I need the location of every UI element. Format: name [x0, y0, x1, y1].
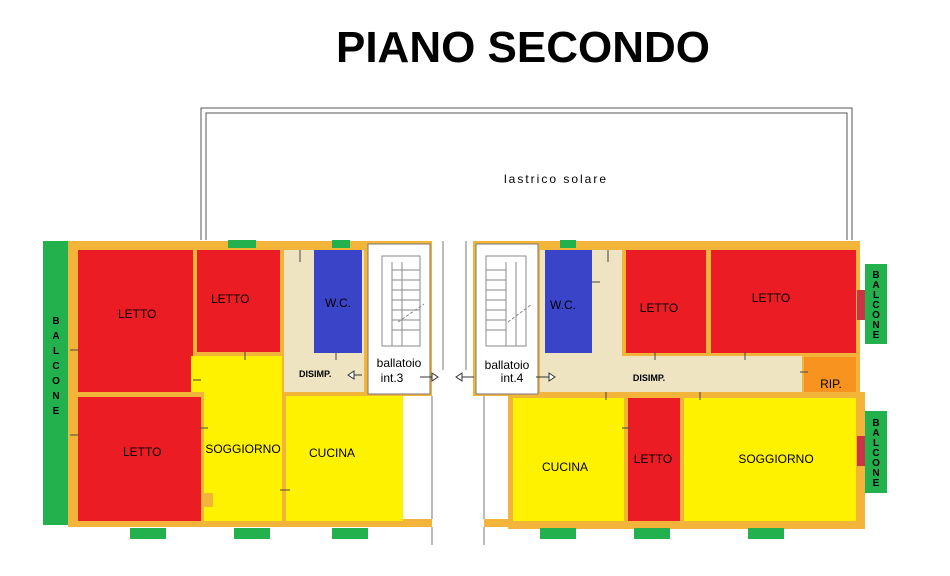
right-bedroom-c — [628, 398, 680, 521]
svg-text:E: E — [873, 330, 880, 341]
right-balcony-top — [865, 264, 887, 344]
left-bedroom-top-left-label: LETTO — [118, 307, 156, 321]
svg-text:O: O — [872, 458, 880, 469]
roof-terrace-label: lastrico solare — [504, 172, 608, 186]
svg-text:E: E — [873, 478, 880, 489]
left-balcony-letters: B A L C O N E — [52, 316, 60, 417]
left-disimp-label: DISIMP. — [299, 369, 331, 379]
svg-text:C: C — [872, 300, 879, 311]
page-title: PIANO SECONDO — [336, 23, 710, 72]
left-kitchen-label: CUCINA — [309, 446, 355, 460]
right-kitchen-label: CUCINA — [542, 460, 588, 474]
svg-text:L: L — [873, 290, 879, 301]
right-window-bottom-1 — [540, 528, 576, 539]
right-arrows — [455, 372, 556, 382]
svg-text:L: L — [53, 346, 59, 357]
left-window-bottom-2 — [234, 528, 270, 539]
left-window-top-2 — [332, 240, 350, 248]
svg-text:E: E — [53, 406, 60, 417]
left-bedroom-bottom-label: LETTO — [123, 445, 161, 459]
right-living-label: SOGGIORNO — [738, 452, 813, 466]
left-bedroom-top-right-label: LETTO — [211, 292, 249, 306]
left-arrows — [347, 370, 439, 382]
right-wc-label: W.C. — [550, 298, 576, 312]
left-window-bottom-1 — [130, 528, 166, 539]
right-window-bottom-2 — [634, 528, 670, 539]
svg-text:B: B — [872, 270, 879, 281]
left-wc-label: W.C. — [325, 296, 351, 310]
right-balcony-top-letters: B A L C O N E — [872, 270, 880, 341]
right-bedroom-c-label: LETTO — [634, 452, 672, 466]
left-window-top — [228, 240, 256, 248]
svg-text:N: N — [872, 320, 879, 331]
right-window-bottom-3 — [748, 528, 784, 539]
svg-text:N: N — [872, 468, 879, 479]
svg-text:A: A — [872, 280, 879, 291]
right-living-room — [684, 398, 856, 521]
svg-text:C: C — [872, 448, 879, 459]
right-bedroom-b — [711, 250, 856, 353]
left-ballatoio-label: ballatoio — [377, 356, 422, 370]
central-gap — [431, 241, 485, 545]
svg-text:L: L — [873, 438, 879, 449]
right-window-top-1 — [560, 240, 576, 248]
left-interior-label: int.3 — [381, 371, 404, 385]
left-unit: LETTO LETTO LETTO W.C. DISIMP. SOGGIORNO… — [43, 240, 439, 539]
right-balcony-bottom — [865, 411, 887, 493]
svg-text:N: N — [52, 391, 59, 402]
svg-text:B: B — [52, 316, 59, 327]
right-bedroom-a — [626, 250, 706, 353]
right-door-marks — [592, 250, 808, 429]
svg-text:C: C — [52, 361, 59, 372]
left-window-bottom-3 — [332, 528, 368, 539]
right-wc — [545, 250, 592, 353]
right-kitchen — [513, 398, 624, 521]
left-bedroom-top-left — [78, 250, 193, 392]
svg-text:B: B — [872, 418, 879, 429]
left-kitchen — [286, 396, 403, 521]
right-bedroom-a-label: LETTO — [640, 301, 678, 315]
right-interior-label: int.4 — [501, 371, 524, 385]
left-bedroom-top-right — [197, 250, 280, 352]
right-unit: W.C. LETTO LETTO DISIMP. RIP. CUCINA LET… — [455, 240, 887, 539]
right-stair-steps — [485, 255, 533, 347]
svg-text:O: O — [872, 310, 880, 321]
right-balcony-bottom-letters: B A L C O N E — [872, 418, 880, 489]
roof-terrace — [200, 107, 853, 240]
right-bedroom-b-label: LETTO — [752, 291, 790, 305]
left-stair-steps — [381, 255, 425, 347]
left-bedroom-bottom-left — [78, 397, 201, 521]
left-balcony — [43, 241, 69, 525]
right-ballatoio-label: ballatoio — [485, 358, 530, 372]
left-living-room — [191, 356, 282, 521]
right-disimp-label: DISIMP. — [633, 373, 665, 383]
left-door-marks — [70, 250, 337, 491]
svg-text:A: A — [52, 331, 59, 342]
right-storage-label: RIP. — [820, 377, 842, 391]
svg-text:O: O — [52, 376, 60, 387]
left-living-label: SOGGIORNO — [205, 442, 280, 456]
svg-text:A: A — [872, 428, 879, 439]
left-wc — [314, 250, 362, 353]
right-storage — [804, 357, 856, 392]
